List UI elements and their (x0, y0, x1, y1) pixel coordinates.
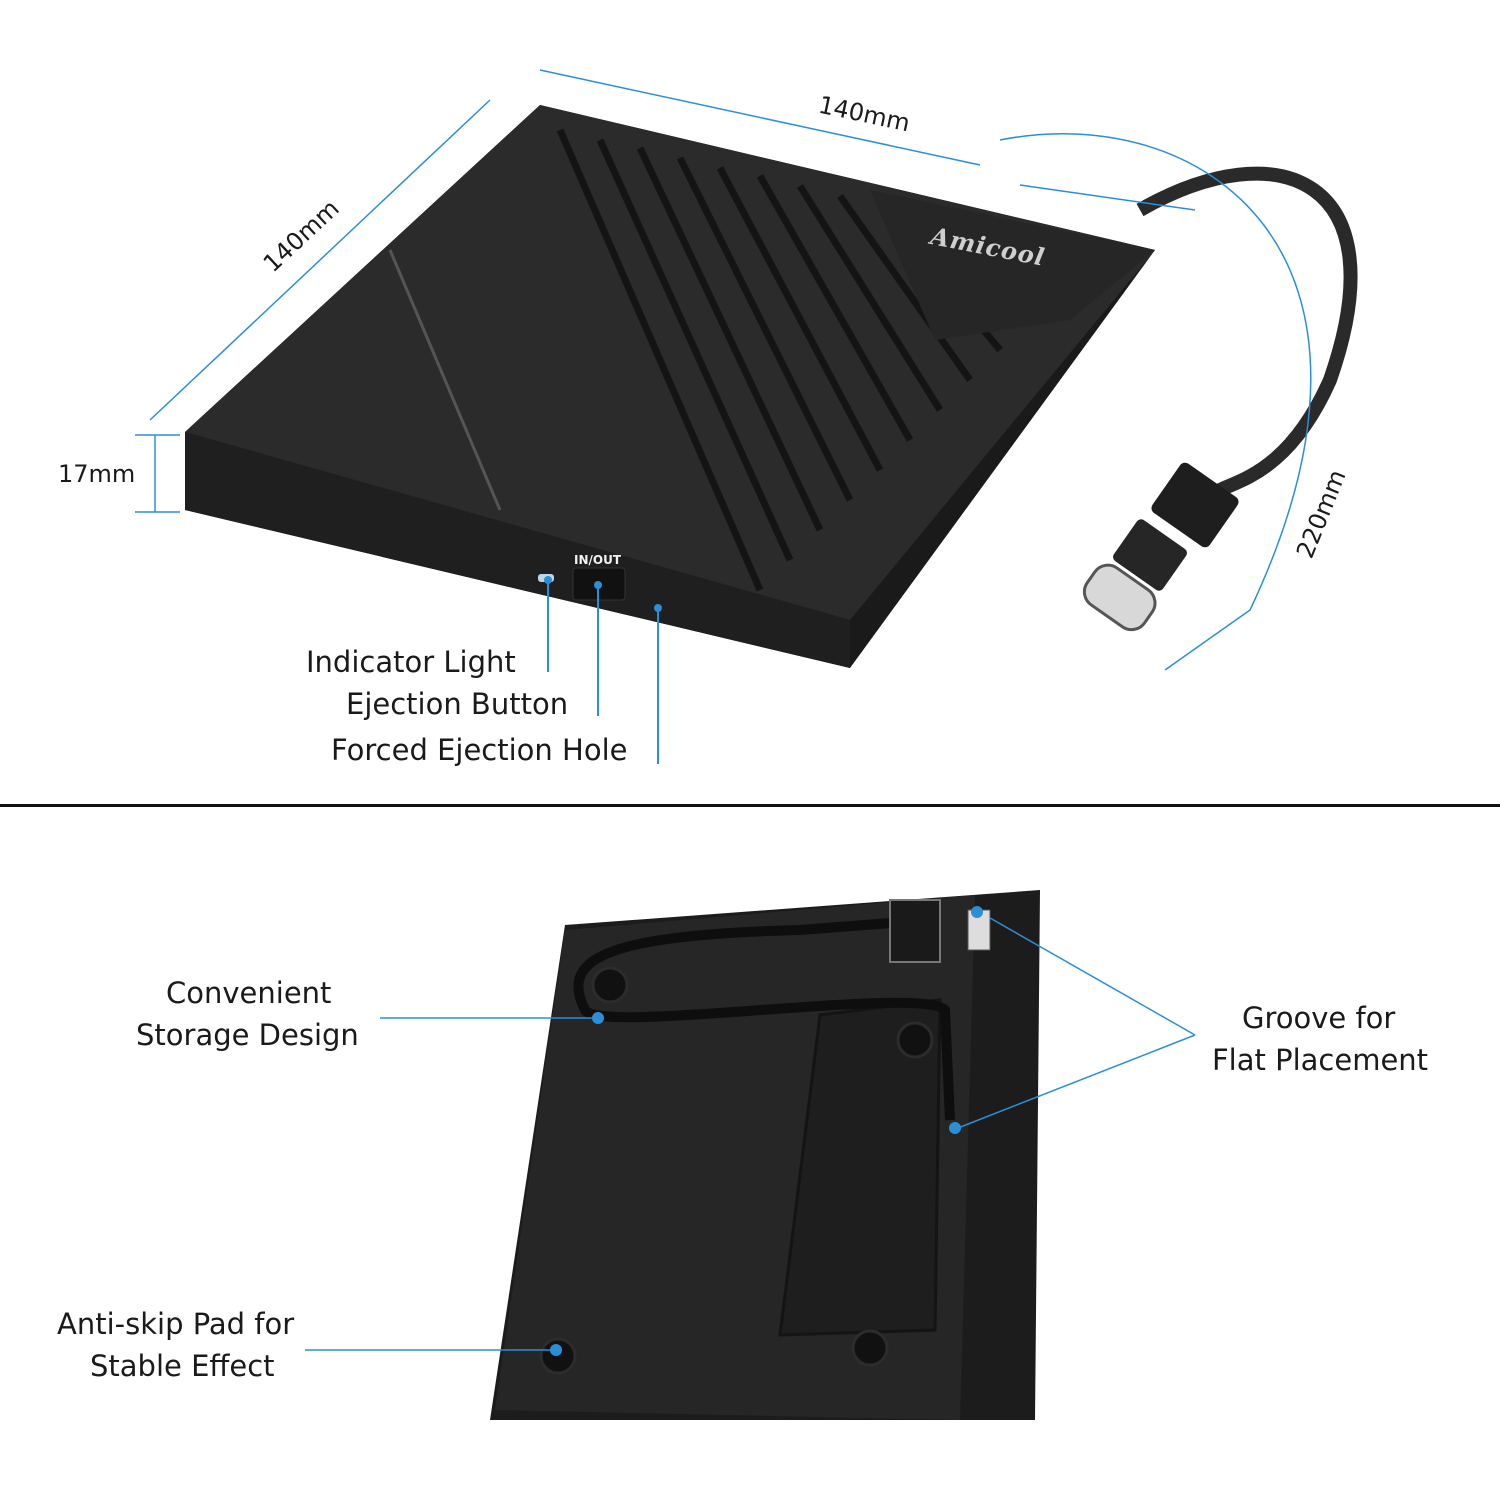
callout-ejection-button: Ejection Button (346, 687, 569, 721)
panel-divider (0, 804, 1500, 807)
callout-indicator-light: Indicator Light (306, 645, 516, 679)
callout-groove-line1: Groove for (1242, 1001, 1396, 1035)
callout-antiskip-line1: Anti-skip Pad for (57, 1307, 295, 1341)
callout-forced-ejection-hole: Forced Ejection Hole (331, 733, 628, 767)
callout-groove-line2: Flat Placement (1212, 1043, 1429, 1077)
callout-antiskip-line2: Stable Effect (90, 1349, 275, 1383)
eject-button-label: IN/OUT (574, 553, 622, 567)
callout-storage-line1: Convenient (166, 976, 332, 1010)
usb-c-connector-icon (1082, 462, 1239, 632)
dimension-height: 17mm (58, 460, 136, 488)
callout-storage-line2: Storage Design (136, 1018, 359, 1052)
